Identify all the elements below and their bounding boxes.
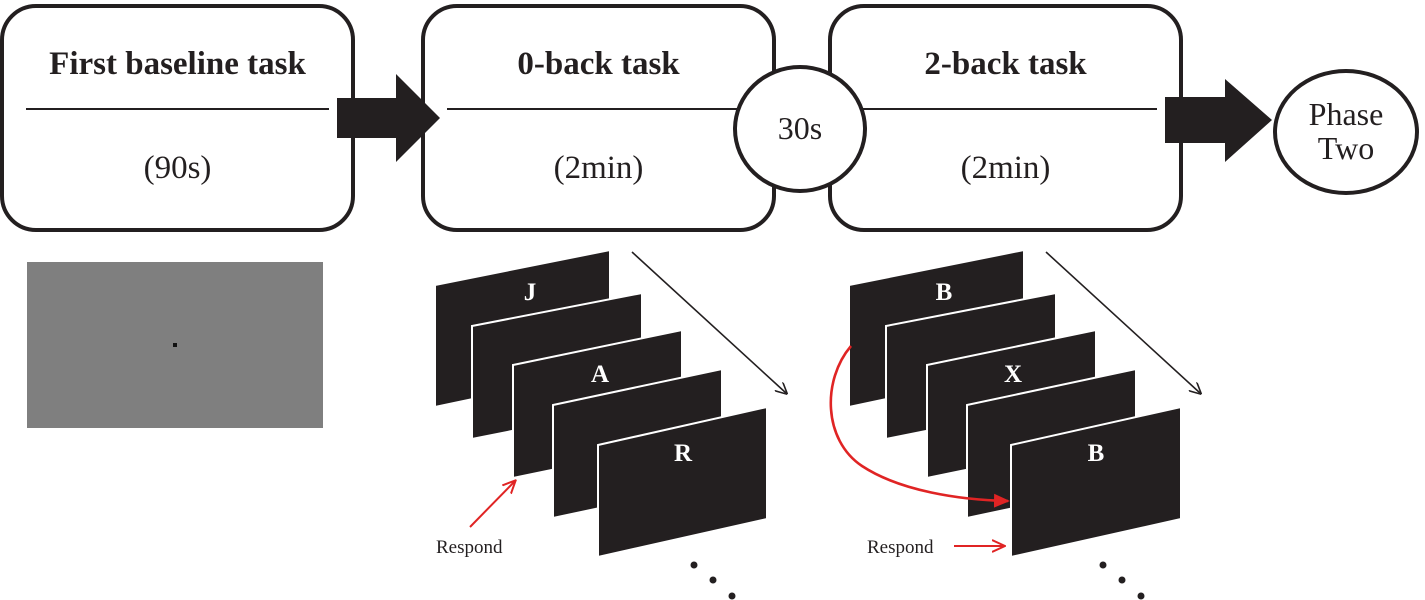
sequence-direction-arrow-icon [631,251,786,393]
zero-back-task-title: 0-back task [517,46,680,82]
two-back-card-stack: B X B [848,248,1182,559]
zero-back-task-box: 0-back task (2min) [421,4,776,232]
two-back-task-box: 2-back task (2min) [828,4,1183,232]
respond-label: Respond [867,537,934,558]
baseline-fixation-screen [27,262,323,428]
respond-arrow-icon [469,481,515,528]
phase-two-line1: Phase [1308,96,1384,133]
sequence-direction-arrow-icon [1045,251,1200,393]
box-divider [26,108,329,110]
card-letter: X [1004,361,1022,388]
card-letter: B [1088,440,1105,467]
phase-two-line2: Two [1317,130,1375,166]
flow-arrow-right-icon [337,74,440,162]
first-baseline-task-box: First baseline task (90s) [0,4,355,232]
continuation-dots-icon [1099,561,1145,600]
two-back-task-title: 2-back task [924,46,1087,82]
card-letter: B [936,279,953,306]
first-baseline-task-duration: (90s) [143,150,212,186]
zero-back-task-duration: (2min) [553,150,644,186]
fixation-dot [173,343,177,347]
respond-label: Respond [436,537,503,558]
card-letter: J [524,279,537,306]
zero-back-card-stack: J A R [434,248,768,559]
card-letter: R [674,440,693,467]
phase-two-circle: Phase Two [1273,69,1419,195]
break-circle: 30s [733,65,867,193]
two-back-task-duration: (2min) [960,150,1051,186]
stimulus-card [1010,405,1182,559]
box-divider [447,108,750,110]
box-divider [854,108,1157,110]
stimulus-card [597,405,768,559]
continuation-dots-icon [690,561,736,600]
flow-arrow-right-icon [1165,79,1272,162]
card-letter: A [591,361,609,388]
match-curve-arrow-icon [829,345,1010,508]
break-label: 30s [777,110,823,147]
first-baseline-task-title: First baseline task [49,46,306,82]
